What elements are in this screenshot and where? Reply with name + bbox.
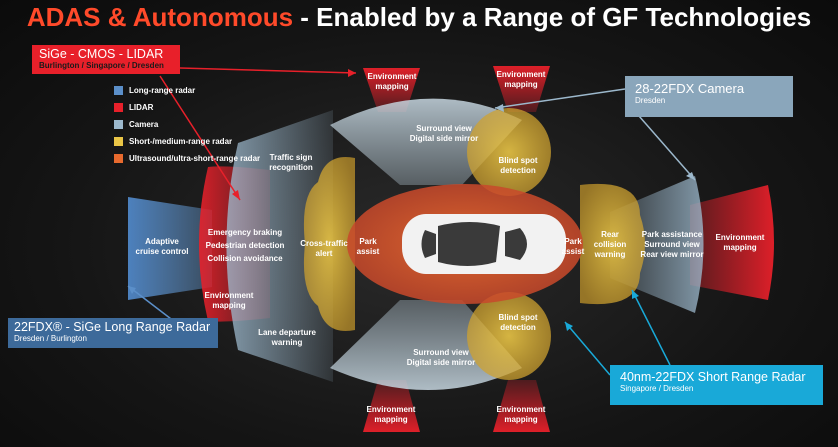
short-range-radar-callout-subtitle: Singapore / Dresden: [620, 384, 694, 393]
long-range-radar-beam: [128, 197, 212, 300]
lidar-bottom-left-beam: [363, 380, 420, 432]
lidar-callout-title: SiGe - CMOS - LIDAR: [39, 47, 164, 61]
legend-label: Long-range radar: [129, 86, 196, 95]
car-icon: [402, 214, 566, 274]
lidar-top-right-beam: [493, 66, 550, 112]
legend-label: Ultrasound/ultra-short-range radar: [129, 154, 261, 163]
legend-label: LIDAR: [129, 103, 154, 112]
lidar-rear-beam: [690, 185, 774, 300]
legend-item: LIDAR: [114, 99, 260, 116]
camera-callout-title: 28-22FDX Camera: [635, 81, 745, 96]
legend-item: Short-/medium-range radar: [114, 133, 260, 150]
legend-swatch: [114, 120, 123, 129]
callout-arrowheads: [128, 69, 695, 331]
lidar-bottom-right-beam: [493, 380, 550, 432]
legend-swatch: [114, 103, 123, 112]
legend: Long-range radar LIDAR Camera Short-/med…: [114, 82, 260, 167]
blind-spot-top-zone: [467, 108, 551, 196]
legend-label: Camera: [129, 120, 159, 129]
legend-label: Short-/medium-range radar: [129, 137, 233, 146]
callout-arrows: [127, 67, 696, 376]
long-range-radar-callout-title: 22FDX® - SiGe Long Range Radar: [14, 320, 211, 334]
slide-title: ADAS & Autonomous - Enabled by a Range o…: [26, 2, 812, 32]
legend-item: Ultrasound/ultra-short-range radar: [114, 150, 260, 167]
short-range-radar-callout: 40nm-22FDX Short Range Radar Singapore /…: [610, 365, 823, 405]
short-range-radar-callout-title: 40nm-22FDX Short Range Radar: [620, 370, 806, 384]
legend-swatch: [114, 137, 123, 146]
rear-collision-zone: [580, 183, 645, 305]
legend-swatch: [114, 154, 123, 163]
camera-callout-subtitle: Dresden: [635, 96, 666, 105]
long-range-radar-callout: 22FDX® - SiGe Long Range Radar Dresden /…: [8, 318, 218, 348]
lidar-callout-subtitle: Burlington / Singapore / Dresden: [39, 61, 164, 70]
lidar-callout: SiGe - CMOS - LIDAR Burlington / Singapo…: [32, 45, 180, 74]
legend-swatch: [114, 86, 123, 95]
camera-callout: 28-22FDX Camera Dresden: [625, 76, 793, 117]
front-camera-beam: [226, 110, 333, 382]
cross-traffic-zone: [303, 157, 355, 331]
legend-item: Long-range radar: [114, 82, 260, 99]
long-range-radar-callout-subtitle: Dresden / Burlington: [14, 334, 87, 343]
blind-spot-bottom-zone: [467, 292, 551, 380]
legend-item: Camera: [114, 116, 260, 133]
